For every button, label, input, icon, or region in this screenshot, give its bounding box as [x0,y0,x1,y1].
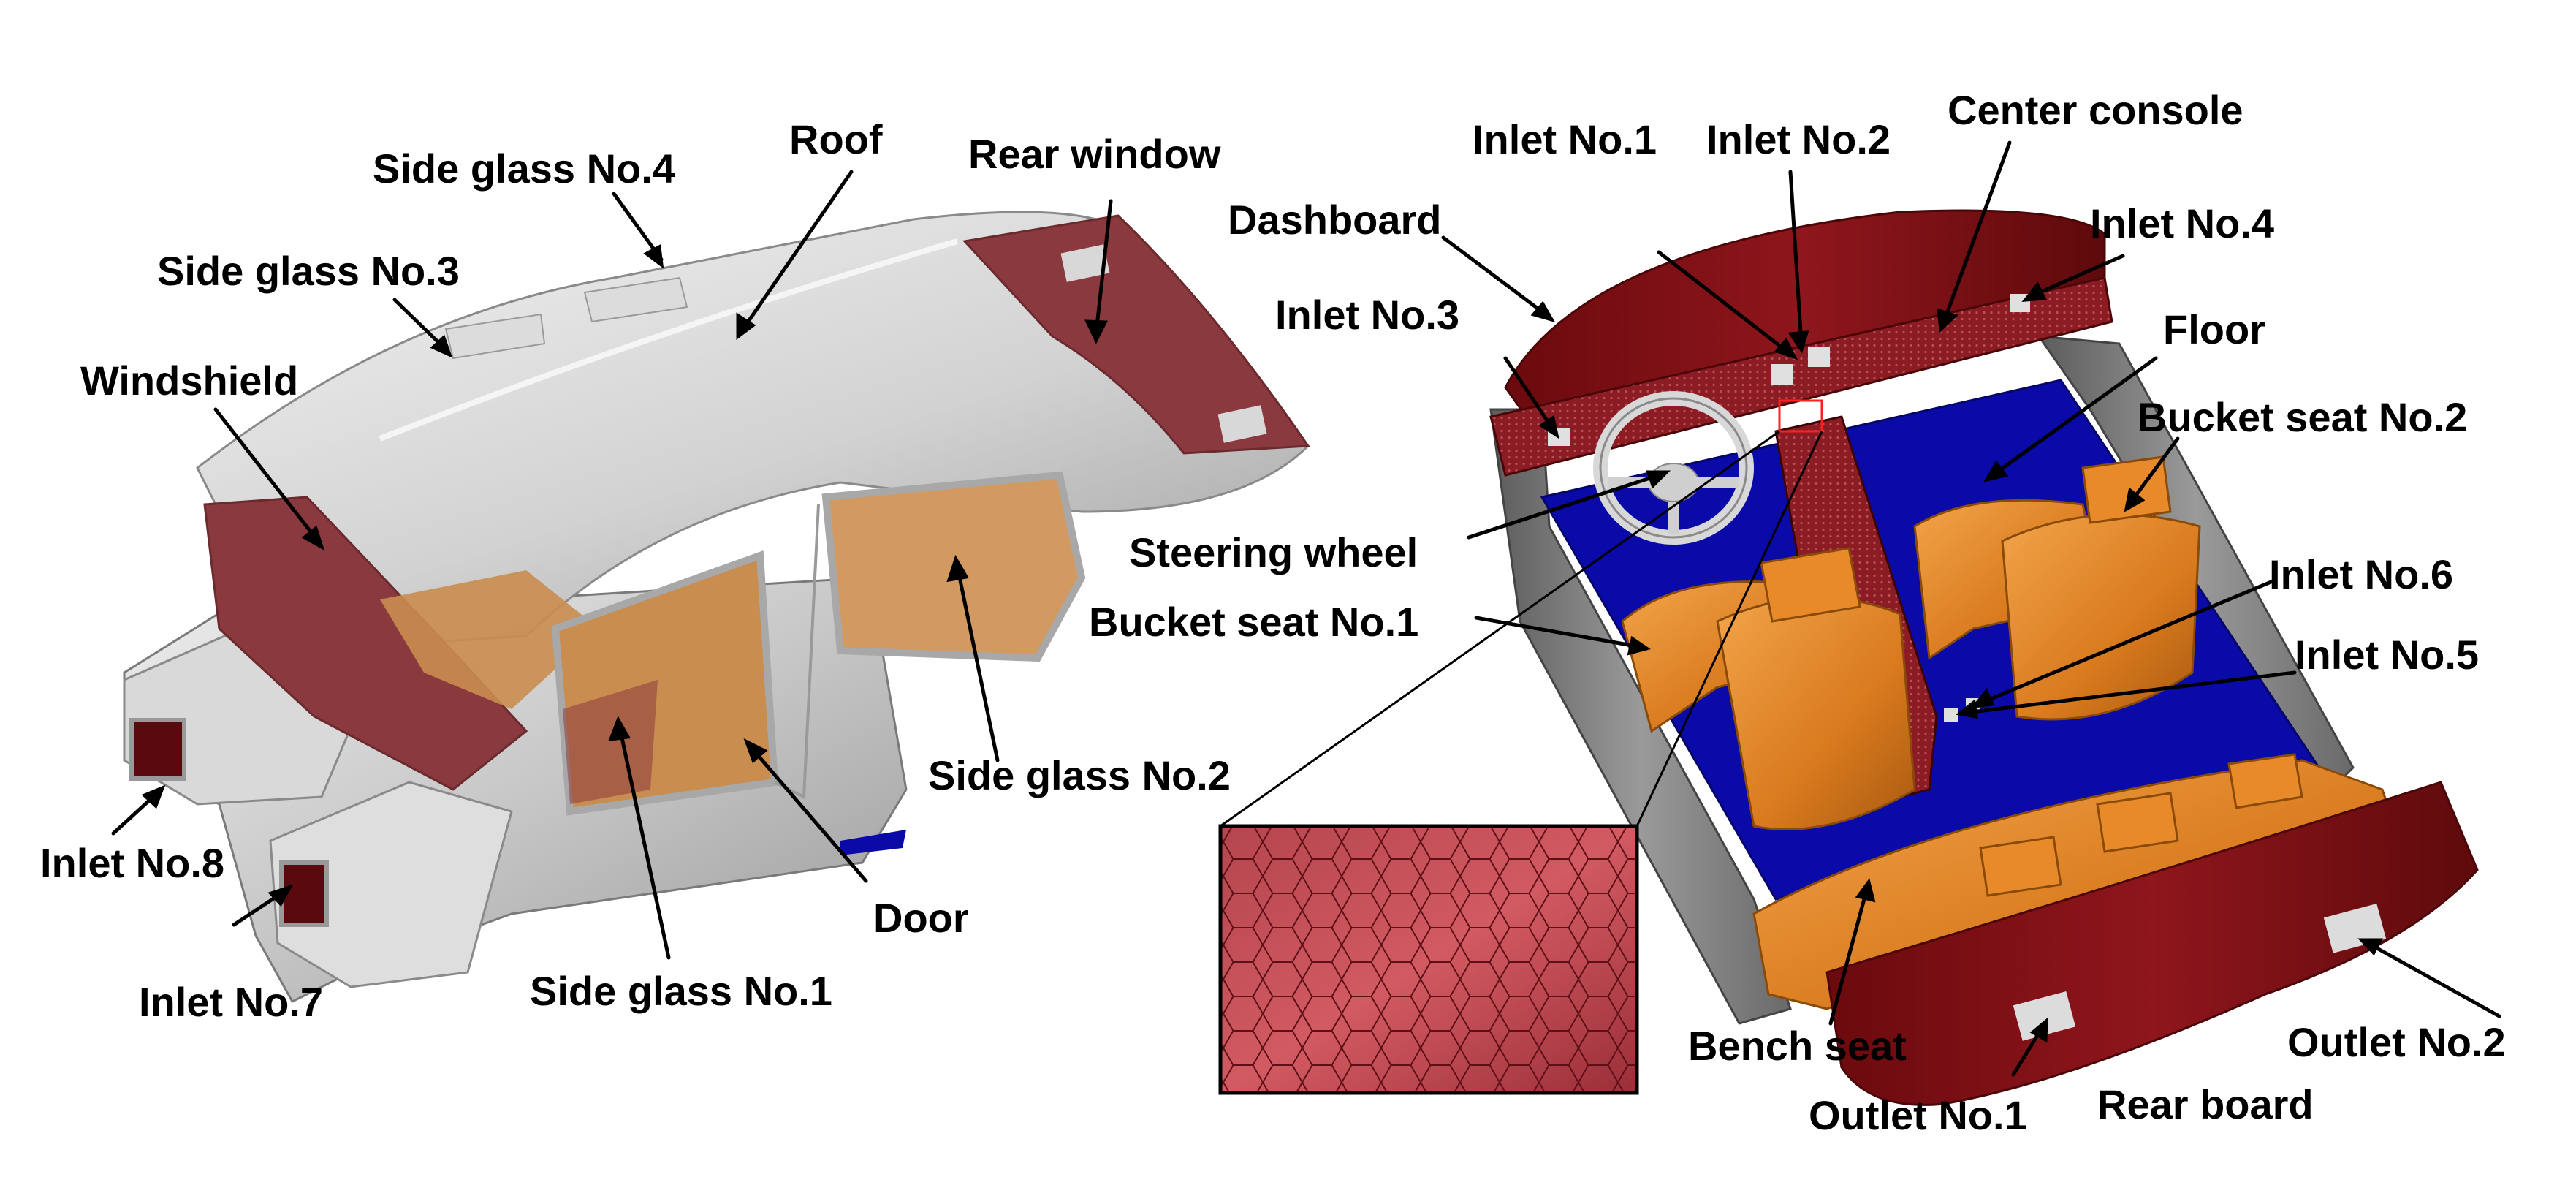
instrument-panel-mesh [1489,276,2113,477]
rear-window-glass [962,214,1310,455]
rear-board-panel [1825,781,2479,1106]
zoom-source-marker [1778,399,1823,433]
label-bucket-seat-1: Bucket seat No.1 [1089,599,1418,645]
label-rear-window: Rear window [968,131,1221,177]
label-inlet-2: Inlet No.2 [1706,116,1891,162]
bench-headrest-2 [2096,792,2179,853]
mesh-zoom-inset [1218,430,1823,1095]
label-outlet-2: Outlet No.2 [2287,1019,2506,1065]
label-rear-board: Rear board [2097,1081,2314,1127]
inlet-8-vent [129,718,186,781]
label-dashboard: Dashboard [1228,197,1442,243]
rear-window-vent-1 [1060,244,1110,282]
label-inlet-6: Inlet No.6 [2269,551,2453,597]
bench-headrest-1 [1979,836,2062,897]
side-glass-4-strip [583,276,688,323]
label-floor: Floor [2163,306,2265,352]
roof-ridge [379,238,959,442]
label-inlet-5: Inlet No.5 [2295,632,2479,678]
bucket-seat-2-model [1913,455,2201,721]
inlet-2-vent [1808,347,1830,367]
label-roof: Roof [789,116,883,162]
label-side-glass-1: Side glass No.1 [530,968,832,1014]
car-floor-edge [840,830,906,855]
label-door: Door [873,895,969,941]
bucket-seat-1-model [1621,547,1916,830]
label-steering-wheel: Steering wheel [1129,529,1418,575]
label-bucket-seat-2: Bucket seat No.2 [2138,394,2467,440]
front-bumper-right [269,781,513,988]
label-inlet-3: Inlet No.3 [1275,292,1459,338]
label-center-console: Center console [1948,87,2243,133]
label-inlet-7: Inlet No.7 [139,979,323,1025]
label-bench-seat: Bench seat [1688,1023,1907,1069]
car-body-model [123,211,1310,1003]
bench-headrest-3 [2227,753,2303,809]
outlet-1-vent [2013,991,2076,1041]
label-outlet-1: Outlet No.1 [1809,1092,2027,1138]
side-glass-3-strip [444,313,546,360]
left-figure-labels: Roof Rear window Side glass No.4 Side gl… [40,116,1231,1025]
inlet-1-vent [1771,364,1793,385]
label-side-glass-2: Side glass No.2 [928,752,1231,798]
leader-lines [111,140,2501,1077]
right-figure-labels: Inlet No.1 Inlet No.2 Center console Das… [1089,87,2506,1138]
label-inlet-4: Inlet No.4 [2090,200,2274,246]
label-inlet-1: Inlet No.1 [1473,116,1657,162]
car-interior-model [1489,209,2479,1106]
windshield-glass [203,496,528,791]
label-side-glass-4: Side glass No.4 [373,145,675,192]
label-windshield: Windshield [80,357,298,404]
label-inlet-8: Inlet No.8 [40,840,224,886]
label-side-glass-3: Side glass No.3 [157,248,460,294]
inlet-7-vent [279,860,329,927]
rear-window-vent-2 [1217,405,1267,443]
interior-through-windshield [380,570,599,709]
side-glass-1-red [563,680,658,804]
steering-wheel-model [1593,391,1754,545]
inlet-5-vent [1944,708,1958,722]
